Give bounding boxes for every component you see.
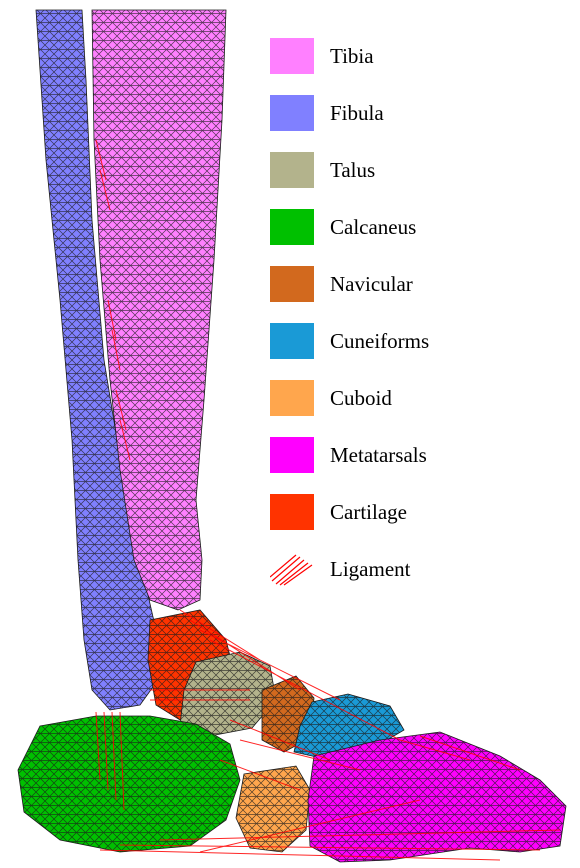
legend-label: Talus <box>330 158 375 183</box>
cuboid-swatch <box>270 380 314 416</box>
calcaneus-bone <box>18 716 240 852</box>
talus-swatch <box>270 152 314 188</box>
cartilage-swatch <box>270 494 314 530</box>
legend-item-fibula: Fibula <box>270 95 570 152</box>
legend-label: Tibia <box>330 44 374 69</box>
legend-label: Cartilage <box>330 500 407 525</box>
legend-label: Cuneiforms <box>330 329 429 354</box>
tibia-swatch <box>270 38 314 74</box>
metatarsals-swatch <box>270 437 314 473</box>
cuboid-bone <box>236 766 310 852</box>
legend-label: Ligament <box>330 557 410 582</box>
navicular-swatch <box>270 266 314 302</box>
calcaneus-swatch <box>270 209 314 245</box>
legend-label: Metatarsals <box>330 443 427 468</box>
legend-item-navicular: Navicular <box>270 266 570 323</box>
metatarsals-bone <box>308 732 566 862</box>
legend-label: Cuboid <box>330 386 392 411</box>
legend-item-metatarsals: Metatarsals <box>270 437 570 494</box>
legend-item-tibia: Tibia <box>270 38 570 95</box>
legend-item-cuneiforms: Cuneiforms <box>270 323 570 380</box>
legend-label: Navicular <box>330 272 413 297</box>
legend-item-cartilage: Cartilage <box>270 494 570 551</box>
legend-item-cuboid: Cuboid <box>270 380 570 437</box>
cuneiforms-swatch <box>270 323 314 359</box>
ligament-hatch-icon <box>270 551 314 587</box>
legend-item-calcaneus: Calcaneus <box>270 209 570 266</box>
legend-label: Calcaneus <box>330 215 416 240</box>
fibula-swatch <box>270 95 314 131</box>
legend-item-talus: Talus <box>270 152 570 209</box>
legend-label: Fibula <box>330 101 384 126</box>
legend-item-ligament: Ligament <box>270 551 570 608</box>
legend: Tibia Fibula Talus Calcaneus Navicular C… <box>270 38 570 608</box>
